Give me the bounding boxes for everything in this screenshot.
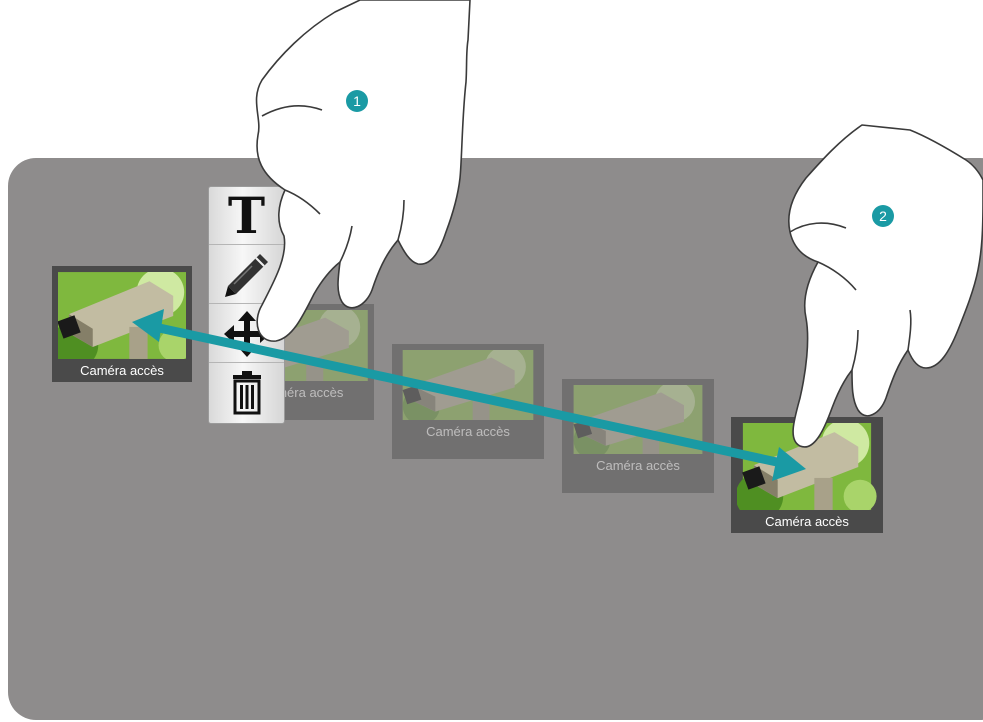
draw-tool-button[interactable] (209, 246, 284, 304)
camera-image (398, 350, 538, 420)
move-arrows-icon (224, 311, 270, 357)
camera-caption: Caméra accès (398, 420, 538, 443)
step-2-badge: 2 (872, 205, 894, 227)
pencil-icon (222, 250, 272, 300)
camera-image (737, 423, 877, 510)
step-1-badge: 1 (346, 90, 368, 112)
camera-caption: Caméra accès (737, 510, 877, 533)
camera-thumbnail (568, 385, 708, 454)
trash-icon (230, 371, 264, 415)
camera-caption: Caméra accès (568, 454, 708, 477)
camera-thumbnail (398, 350, 538, 420)
delete-tool-button[interactable] (209, 364, 284, 422)
camera-tile-source[interactable]: Caméra accès (52, 266, 192, 382)
context-toolbar: T (208, 186, 285, 424)
camera-tile-destination[interactable]: Caméra accès (731, 417, 883, 533)
text-tool-button[interactable]: T (209, 187, 284, 245)
camera-image (58, 272, 186, 359)
move-tool-button[interactable] (209, 305, 284, 363)
text-icon: T (228, 191, 265, 241)
camera-tile-ghost-2: Caméra accès (392, 344, 544, 459)
camera-thumbnail (737, 423, 877, 510)
camera-tile-ghost-3: Caméra accès (562, 379, 714, 493)
camera-image (568, 385, 708, 454)
camera-thumbnail (58, 272, 186, 359)
camera-caption: Caméra accès (58, 359, 186, 382)
